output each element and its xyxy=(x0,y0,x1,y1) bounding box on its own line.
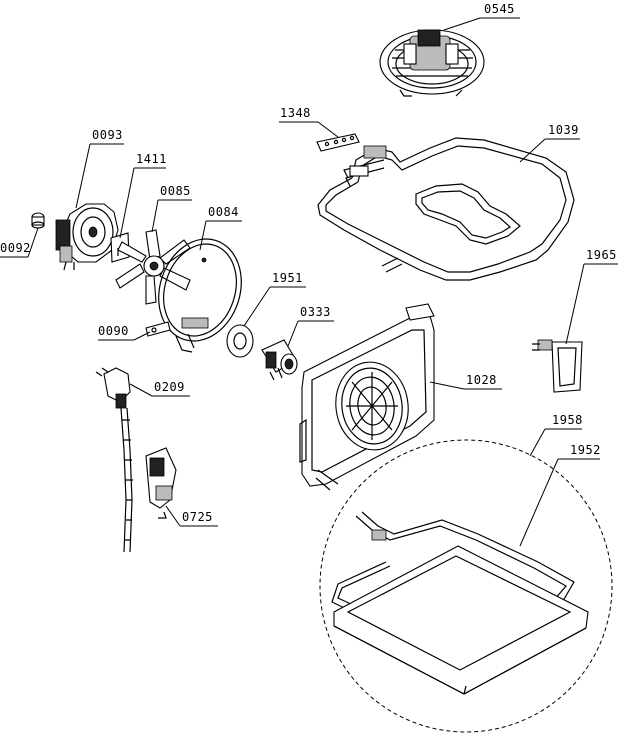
part-1965-connector[interactable] xyxy=(532,339,583,393)
leader-1965 xyxy=(565,263,585,345)
label-1952[interactable]: 1952 xyxy=(570,443,601,457)
leader-0092 xyxy=(27,227,39,258)
leader-0093 xyxy=(75,143,91,209)
label-1039[interactable]: 1039 xyxy=(548,123,579,137)
leader-1952 xyxy=(519,458,559,547)
part-0545-fan-motor[interactable] xyxy=(379,29,485,97)
label-0545[interactable]: 0545 xyxy=(484,2,515,16)
label-1951[interactable]: 1951 xyxy=(272,271,303,285)
part-1028-fan-cover[interactable] xyxy=(299,303,435,491)
part-0090-bracket[interactable] xyxy=(145,321,171,337)
label-1958[interactable]: 1958 xyxy=(552,413,583,427)
label-0084[interactable]: 0084 xyxy=(208,205,239,219)
label-0725[interactable]: 0725 xyxy=(182,510,213,524)
label-0085[interactable]: 0085 xyxy=(160,184,191,198)
label-0093[interactable]: 0093 xyxy=(92,128,123,142)
part-0092-small-part[interactable] xyxy=(31,212,45,229)
label-1348[interactable]: 1348 xyxy=(280,106,311,120)
leader-0209 xyxy=(129,383,153,397)
part-0725-switch[interactable] xyxy=(145,447,177,519)
leader-0545 xyxy=(443,17,481,31)
label-1411[interactable]: 1411 xyxy=(136,152,167,166)
leader-1958 xyxy=(529,428,546,457)
leader-1951 xyxy=(243,286,271,327)
label-0333[interactable]: 0333 xyxy=(300,305,331,319)
leader-1028 xyxy=(429,381,465,390)
label-0092[interactable]: 0092 xyxy=(0,241,31,255)
part-1951-washer[interactable] xyxy=(226,324,254,358)
label-1965[interactable]: 1965 xyxy=(586,248,617,262)
leader-1039 xyxy=(519,138,546,163)
part-1958-bottom-plate[interactable] xyxy=(333,545,589,695)
leader-0725 xyxy=(165,505,181,527)
part-1039-top-heater[interactable] xyxy=(317,137,575,281)
leader-0085 xyxy=(151,199,159,233)
leader-0090 xyxy=(133,331,151,341)
label-0209[interactable]: 0209 xyxy=(154,380,185,394)
part-0093-fan-motor[interactable] xyxy=(55,203,119,271)
label-1028[interactable]: 1028 xyxy=(466,373,497,387)
part-0084-ring-heater[interactable] xyxy=(146,228,254,353)
leader-0333 xyxy=(287,320,299,347)
part-1348-terminal-bracket[interactable] xyxy=(316,133,360,152)
leader-1348 xyxy=(317,121,339,138)
part-0209-power-cord[interactable] xyxy=(95,367,133,553)
leader-1411 xyxy=(119,167,135,239)
part-0333-lamp-holder[interactable] xyxy=(261,339,298,381)
leader-0084 xyxy=(199,220,207,251)
label-0090[interactable]: 0090 xyxy=(98,324,129,338)
detail-circle xyxy=(319,439,613,733)
